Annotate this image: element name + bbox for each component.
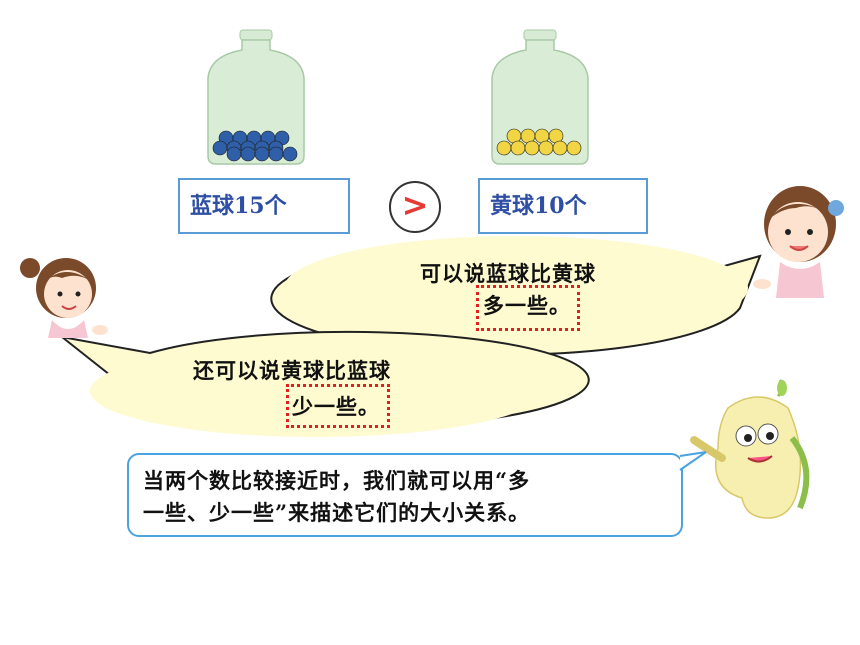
greater-than-symbol: >	[389, 181, 441, 233]
highlight-box-less	[286, 384, 390, 428]
ball	[212, 140, 228, 156]
ball	[538, 140, 554, 156]
ball	[254, 146, 270, 162]
yellow-count-label: 黄球10个	[478, 178, 648, 234]
yellow-jar-illustration	[491, 29, 589, 165]
speech-bubble-left	[61, 330, 590, 437]
ball	[226, 146, 242, 162]
blue-jar-illustration	[207, 29, 305, 165]
summary-line1: 当两个数比较接近时，我们就可以用“多	[143, 468, 531, 493]
mascot-illustration	[690, 379, 810, 519]
bubble-left-line1: 还可以说黄球比蓝球	[193, 358, 391, 383]
girl-left-illustration	[20, 258, 108, 338]
ball	[524, 140, 540, 156]
info-box-pointer	[679, 451, 707, 471]
summary-line2: 一些、少一些”来描述它们的大小关系。	[143, 500, 531, 525]
highlight-box-more	[476, 285, 580, 331]
ball	[240, 146, 256, 162]
ball	[566, 140, 582, 156]
bubble-right-line2: 多一些。	[483, 293, 571, 318]
bubble-right-line1: 可以说蓝球比黄球	[420, 261, 596, 286]
girl-right-illustration	[753, 186, 844, 298]
summary-textbox: 当两个数比较接近时，我们就可以用“多 一些、少一些”来描述它们的大小关系。	[127, 453, 683, 537]
ball	[496, 140, 512, 156]
blue-count-label: 蓝球15个	[178, 178, 350, 234]
ball	[268, 146, 284, 162]
bubble-left-line2: 少一些。	[292, 394, 380, 419]
ball	[282, 146, 298, 162]
ball	[510, 140, 526, 156]
speech-bubble-right	[270, 236, 762, 356]
ball	[552, 140, 568, 156]
